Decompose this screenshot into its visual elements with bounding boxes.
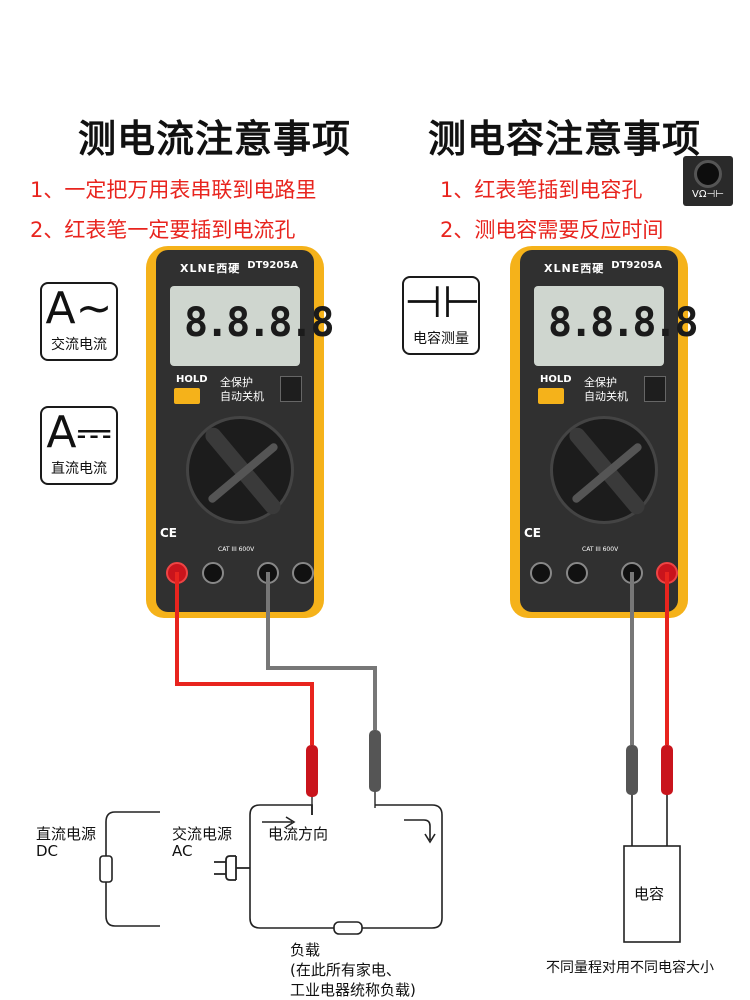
ce-mark: CE (524, 526, 542, 540)
capacitance-icon: ⊣⊢ 电容测量 (402, 276, 481, 355)
current-direction-arrow (262, 816, 436, 844)
ac-current-caption: 交流电流 (51, 337, 107, 353)
red-probe-left (306, 745, 318, 797)
current-note-1: 1、一定把万用表串联到电路里 (30, 178, 317, 202)
dc-current-caption: 直流电流 (51, 461, 107, 477)
capacitor-label: 电容 (634, 885, 665, 903)
meter-brand: XLNE西硬 (544, 262, 605, 275)
dc-source-wire (105, 811, 160, 927)
ac-current-icon: A~ 交流电流 (40, 282, 118, 361)
protection-text: 全保护自动关机 (220, 376, 264, 403)
black-test-lead-left (266, 572, 377, 730)
hold-button[interactable] (174, 388, 200, 404)
capacitance-section-title: 测电容注意事项 (428, 117, 702, 161)
hold-label: HOLD (540, 374, 572, 385)
capacitance-symbol: ⊣⊢ (404, 277, 481, 328)
ac-current-symbol: A~ (45, 283, 113, 334)
ce-mark: CE (160, 526, 178, 540)
meter-model: DT9205A (611, 260, 662, 271)
capacitance-note-1: 1、红表笔插到电容孔 (440, 178, 643, 202)
hold-button[interactable] (538, 388, 564, 404)
display-digits: 8.8.8.8 (184, 300, 335, 346)
hold-label: HOLD (176, 374, 208, 385)
jack-vohm[interactable] (292, 562, 314, 584)
red-test-lead-left (175, 572, 314, 745)
socket-hole-icon (694, 160, 722, 188)
transistor-socket (280, 376, 302, 402)
red-probe-right (661, 745, 673, 795)
circuit-loop (249, 804, 443, 929)
meter-brand: XLNE西硬 (180, 262, 241, 275)
display-digits: 8.8.8.8 (548, 300, 699, 346)
load-resistor (333, 921, 363, 935)
socket-label: VΩ⊣⊢ (692, 189, 724, 200)
meter-display: 8.8.8.8 (170, 286, 335, 366)
current-section-title: 测电流注意事项 (78, 117, 352, 161)
ac-plug-icon (214, 855, 250, 881)
multimeter-right: XLNE西硬 DT9205A 8.8.8.8 HOLD 全保护自动关机 CE C… (510, 246, 699, 618)
multimeter-left: XLNE西硬 DT9205A 8.8.8.8 HOLD 全保护自动关机 CE C… (146, 246, 335, 618)
capacitance-footer-note: 不同量程对用不同电容大小 (546, 960, 714, 976)
load-label: 负载(在此所有家电、工业电器统称负载) (290, 941, 416, 999)
current-note-2: 2、红表笔一定要插到电流孔 (30, 218, 296, 242)
capacitance-note-2: 2、测电容需要反应时间 (440, 218, 664, 242)
jack-20a[interactable] (530, 562, 552, 584)
black-probe-left (369, 730, 381, 792)
dc-source-symbol (99, 855, 113, 883)
capacitor-box (623, 845, 681, 943)
black-probe-right (626, 745, 638, 795)
current-direction-label: 电流方向 (268, 825, 329, 843)
meter-display: 8.8.8.8 (534, 286, 699, 366)
dc-current-icon: A⎓ 直流电流 (40, 406, 118, 485)
jack-ma[interactable] (202, 562, 224, 584)
protection-text: 全保护自动关机 (584, 376, 628, 403)
jack-ma[interactable] (566, 562, 588, 584)
capacitance-caption: 电容测量 (413, 331, 469, 347)
dc-current-symbol: A⎓ (46, 407, 112, 458)
transistor-socket (644, 376, 666, 402)
cat-rating: CAT III 600V (582, 546, 619, 553)
meter-model: DT9205A (247, 260, 298, 271)
rotary-dial[interactable] (186, 416, 294, 524)
cat-rating: CAT III 600V (218, 546, 255, 553)
capacitance-socket-icon: VΩ⊣⊢ (683, 156, 733, 206)
rotary-dial[interactable] (550, 416, 658, 524)
